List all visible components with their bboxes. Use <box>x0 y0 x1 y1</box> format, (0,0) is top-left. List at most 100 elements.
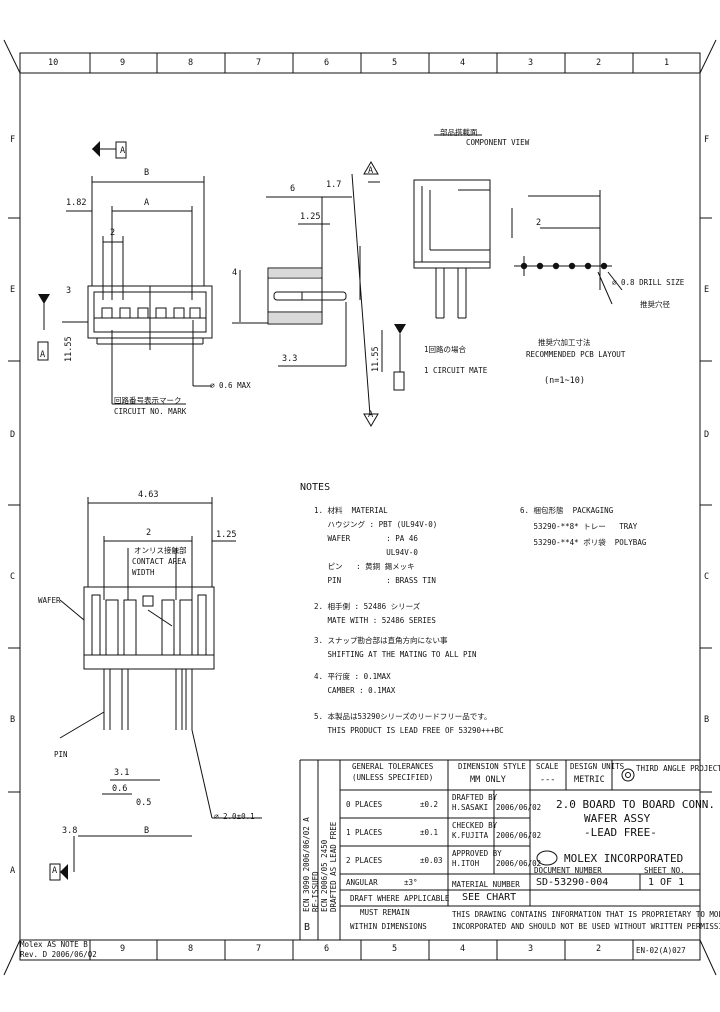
side-dim-c: 1.25 <box>300 212 321 222</box>
front-dim-right: 1.25 <box>216 530 237 540</box>
angular-tol: ±3° <box>404 878 418 887</box>
approved-by: H.ITOH <box>452 859 480 868</box>
front-dim-pin-w: 0.5 <box>136 798 152 808</box>
col-label-2: 2 <box>596 58 602 68</box>
revision-4: DRAFTED AS LEAD FREE <box>329 821 338 912</box>
note-line-2: ハウジング : PBT (UL94V-0) <box>314 520 438 529</box>
doc-number: SD-53290-004 <box>536 877 609 888</box>
drawing-note-1: DRAFT WHERE APPLICABLE <box>350 894 450 903</box>
col-label-bottom-5: 5 <box>392 944 398 954</box>
title-line-1: 2.0 BOARD TO BOARD CONN. <box>556 798 715 811</box>
dim-style-label: DIMENSION STYLE <box>458 762 526 771</box>
tol-value-0: ±0.2 <box>420 800 439 809</box>
date-drafted: 2006/06/02 <box>496 803 542 812</box>
revision-1: ECN 3090 2006/06/02 A <box>302 817 311 912</box>
row-label-right-d: D <box>704 430 710 440</box>
revision-3: ECN 2006/05 2450 <box>320 839 329 912</box>
side-dim-e: 3.3 <box>282 354 298 364</box>
col-label-bottom-3: 3 <box>528 944 534 954</box>
wafer-label: WAFER <box>38 596 61 605</box>
dim-edge: 1.82 <box>66 198 87 208</box>
row-label-f: F <box>10 135 16 145</box>
scale: --- <box>540 775 556 785</box>
tolerance-header: GENERAL TOLERANCES <box>352 762 434 771</box>
proprietary-1: THIS DRAWING CONTAINS INFORMATION THAT I… <box>452 910 720 919</box>
section-mark-top: A <box>120 146 126 156</box>
note-line-8: MATE WITH : 52486 SERIES <box>314 616 436 625</box>
front-dim-top: 4.63 <box>138 490 159 500</box>
col-label-8: 8 <box>188 58 194 68</box>
company-name: MOLEX INCORPORATED <box>564 852 684 865</box>
note-line-1: 1. 材料 MATERIAL <box>314 506 388 515</box>
sheet-number: 1 OF 1 <box>648 877 685 888</box>
footer-left-2: Rev. D 2006/06/02 <box>20 950 97 959</box>
revision-2: RE-ISSUED <box>311 871 320 912</box>
one-circuit-jp: 1回路の場合 <box>424 345 467 354</box>
col-label-bottom-7: 7 <box>256 944 262 954</box>
drill-size-label: ⌀ 0.8 DRILL SIZE <box>612 278 685 287</box>
projection: THIRD ANGLE PROJECTION <box>636 764 720 773</box>
side-dim-d: 4 <box>232 268 238 278</box>
dim-overall-b: B <box>144 168 150 178</box>
note-line-9: 3. スナップ勘合部は直角方向にない事 <box>314 636 448 645</box>
dim-style: MM ONLY <box>470 775 506 785</box>
contact-callout-en2: WIDTH <box>132 568 155 577</box>
title-line-2: WAFER ASSY <box>584 812 651 825</box>
dim-side-3: 3 <box>66 286 72 296</box>
note-line-10: SHIFTING AT THE MATING TO ALL PIN <box>314 650 477 659</box>
date-approved: 2006/06/02 <box>496 859 542 868</box>
revision-letter: B <box>304 922 311 933</box>
scale-label: SCALE <box>536 762 559 771</box>
approved-label: APPROVED BY <box>452 849 502 858</box>
dim-height-top: 11.55 <box>64 336 74 362</box>
recommended-en: RECOMMENDED PCB LAYOUT <box>526 350 626 359</box>
side-dim-a: 6 <box>290 184 296 194</box>
row-label-c: C <box>10 572 16 582</box>
proprietary-2: INCORPORATED AND SHOULD NOT BE USED WITH… <box>452 922 720 931</box>
row-label-d: D <box>10 430 16 440</box>
hole-dia-top: ⌀ 0.6 MAX <box>210 381 251 390</box>
material-label: MATERIAL NUMBER <box>452 880 520 889</box>
col-label-bottom-8: 8 <box>188 944 194 954</box>
row-label-right-f: F <box>704 135 710 145</box>
packaging-header: 6. 梱包形態 PACKAGING <box>520 506 614 515</box>
col-label-9: 9 <box>120 58 126 68</box>
pcb-dim-pitch: 2 <box>536 218 542 228</box>
col-label-3: 3 <box>528 58 534 68</box>
contact-callout-en: CONTACT AREA <box>132 557 187 566</box>
checked-label: CHECKED BY <box>452 821 498 830</box>
section-mark-a-bottom: A <box>368 410 374 420</box>
note-line-12: CAMBER : 0.1MAX <box>314 686 396 695</box>
row-label-b: B <box>10 715 16 725</box>
date-checked: 2006/06/02 <box>496 831 542 840</box>
col-label-6: 6 <box>324 58 330 68</box>
footer-form: EN-02(A)027 <box>636 946 686 955</box>
component-view-en: COMPONENT VIEW <box>466 138 530 147</box>
pin-label: PIN <box>54 750 68 759</box>
dim-body-a: A <box>144 198 150 208</box>
side-dim-b: 1.7 <box>326 180 342 190</box>
col-label-4: 4 <box>460 58 466 68</box>
row-label-a: A <box>10 866 16 876</box>
tol-places-0: 0 PLACES <box>346 800 383 809</box>
circuit-marker-en: CIRCUIT NO. MARK <box>114 407 187 416</box>
note-line-3: WAFER : PA 46 <box>314 534 418 543</box>
front-datum-a: A <box>52 866 58 876</box>
units-label: DESIGN UNITS <box>570 762 625 771</box>
front-dim-left: 3.8 <box>62 826 78 836</box>
front-hole-dia: ⌀ 2.0±0.1 <box>214 812 255 821</box>
recommended-jp: 推奨穴加工寸法 <box>538 338 591 347</box>
sheet-label: SHEET NO. <box>644 866 685 875</box>
circuits-range: (n=1~10) <box>544 376 585 386</box>
dim-pitch-top: 2 <box>110 228 116 238</box>
circuit-marker-jp: 回路番号表示マーク <box>114 396 182 405</box>
col-label-7: 7 <box>256 58 262 68</box>
drawing-note-3: WITHIN DIMENSIONS <box>350 922 427 931</box>
tolerance-sub: (UNLESS SPECIFIED) <box>352 773 434 782</box>
note-line-11: 4. 平行度 : 0.1MAX <box>314 672 391 681</box>
note-line-4: UL94V-0 <box>314 548 418 557</box>
front-dim-pin-gap: 0.6 <box>112 784 128 794</box>
note-line-5: ピン : 黄銅 錫メッキ <box>314 562 415 571</box>
contact-callout-jp: オンリス接触部 <box>134 546 187 555</box>
